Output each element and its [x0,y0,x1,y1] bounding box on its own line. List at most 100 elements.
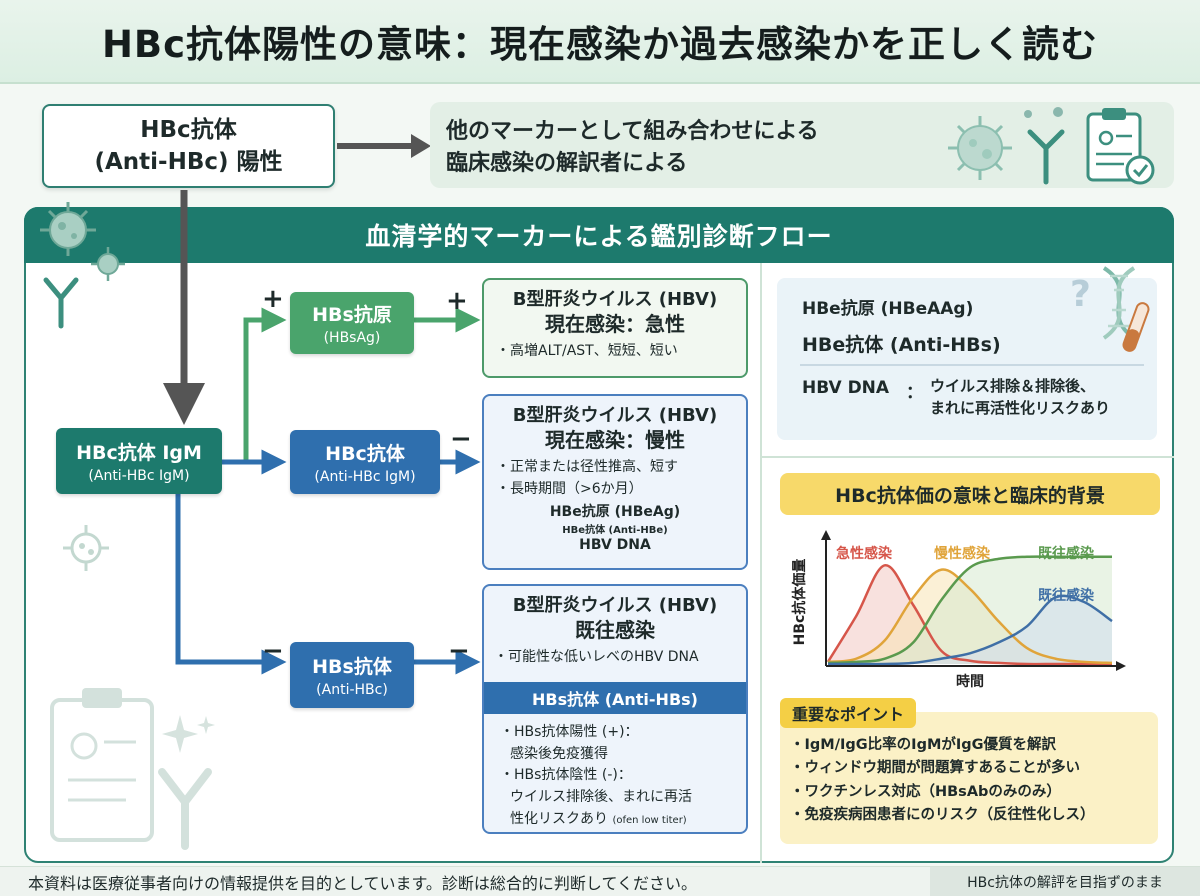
titer-title: HBc抗体価の意味と臨床的背景 [780,473,1160,515]
hbc-label: HBc抗体 [325,443,405,465]
series-label: 慢性感染 [934,545,991,562]
virus-icon [948,116,1012,180]
hbc-igm-node: HBc抗体 IgM (Anti-HBc IgM) [56,428,222,494]
note-line2: 臨床感染の解訳者による [446,150,688,176]
x-axis-arrow [1116,661,1126,671]
past-b2b: ウイルス排除後、まれに再活 [510,789,692,806]
hbe-dna-colon: ： [906,383,923,403]
titer-chart: HBc抗体価量 時間 急性感染慢性感染既往感染既往感染 [791,530,1126,690]
flow-panel-title: 血清学的マーカーによる鑑別診断フロー [365,222,833,251]
points-head: 重要なポイント [780,698,917,728]
hbe-line2: HBe抗体 (Anti-HBs) [802,334,1001,356]
hbs-ab-sub: (Anti-HBc) [316,682,388,698]
hbsag-node: HBs抗原 (HBsAg) [290,292,414,354]
antibody-icon [1024,107,1065,185]
antibody-icon [158,768,212,850]
point-item: ・ウィンドウ期間が問題算すあることが多い [790,760,1080,777]
acute-result-content: B型肝炎ウイルス (HBV) 現在感染：急性 ・高増ALT/AST、短短、短い [482,288,748,363]
hbe-dna-text1: ウイルス排除＆排除後、 [930,377,1096,395]
clipboard-icon [50,688,154,842]
past-b2c-small: (ofen low titer) [612,814,687,826]
minus-sign: − [448,636,470,666]
virus-icon [63,525,109,571]
chronic-title1: B型肝炎ウイルス (HBV) [512,405,718,426]
past-title1: B型肝炎ウイルス (HBV) [512,595,718,616]
test-tube-icon [1122,302,1150,352]
acute-result-box [482,278,748,378]
series-line [827,555,1112,665]
sparkle-icon [162,715,215,753]
past-bullet: ・可能性な低いレベのHBV DNA [494,649,699,666]
hbsag-label: HBs抗原 [312,304,392,326]
flow-panel-header: 血清学的マーカーによる鑑別診断フロー [24,207,1174,263]
chronic-result-content: B型肝炎ウイルス (HBV) 現在感染：慢性 ・正常または径性推高、短す ・長時… [482,404,748,554]
series-area [828,595,1112,665]
series-line [826,564,1112,666]
note-line1: 他のマーカーとして組み合わせによる [446,119,819,144]
past-band-content: ・HBs抗体陽性 (+)： 感染後免疫獲得 ・HBs抗体陰性 (-)： ウイルス… [500,722,744,830]
y-axis-arrow [821,530,831,540]
svg-text:?: ? [1070,274,1091,315]
chronic-marker2: HBe抗体 (Anti-HBe) [562,524,668,536]
anti-hbc-positive-box: HBc抗体 (Anti-HBc) 陽性 [42,104,335,188]
past-b1b: 感染後免疫獲得 [510,745,608,762]
hbc-sub: (Anti-HBc IgM) [314,469,416,485]
virus-icon [91,247,125,281]
point-item: ・IgM/IgG比率のIgMがIgG優質を解訳 [790,737,1057,753]
points-box [780,712,1158,844]
anti-hbc-line2: (Anti-HBc) 陽性 [94,149,283,175]
chronic-title2: 現在感染：慢性 [545,428,685,453]
past-b1: ・HBs抗体陽性 (+)： [500,724,639,740]
page-title: HBc抗体陽性の意味：現在感染か過去感染かを正しく読む [101,23,1099,66]
acute-title1: B型肝炎ウイルス (HBV) [512,289,718,310]
minus-sign: − [450,424,472,454]
chronic-bullet1: ・正常または径性推高、短す [496,459,678,476]
plus-sign: + [446,286,468,316]
point-item: ・ワクチンレス対応（HBsAbのみのみ） [790,783,1061,800]
series-label: 既往感染 [1038,545,1095,562]
past-b2: ・HBs抗体陰性 (-)： [500,767,632,784]
y-axis-label: HBc抗体価量 [791,559,808,646]
series-line [828,594,1113,666]
hbc-igm-sub: (Anti-HBc IgM) [88,468,190,484]
acute-bullet: ・高増ALT/AST、短短、短い [496,343,678,360]
x-axis-label: 時間 [956,673,984,690]
plus-sign: + [262,284,284,314]
hbs-ab-label: HBs抗体 [312,656,392,678]
side-hline [762,456,1174,458]
hbe-dna-text2: まれに再活性化リスクあり [930,398,1111,417]
title-bar: HBc抗体陽性の意味：現在感染か過去感染かを正しく読む [0,0,1200,84]
series-label: 急性感染 [836,545,893,562]
points-list: ・IgM/IgG比率のIgMがIgG優質を解訳 ・ウィンドウ期間が問題算すあるこ… [790,734,1150,828]
series-label: 既往感染 [1038,587,1095,604]
hbc-igm-label: HBc抗体 IgM [76,442,202,464]
hbe-box [777,278,1157,440]
arrow-right-icon [337,134,431,158]
clipboard-icon [1086,108,1155,185]
minus-sign: − [262,636,284,666]
footer-disclaimer: 本資料は医療従事者向けの情報提供を目的としています。診断は総合的に判断してくださ… [28,874,697,893]
question-icon: ? [1070,274,1091,315]
anti-hbc-line1: HBc抗体 [140,116,237,143]
point-item: ・免疫疾病困患者にのリスク（反往性化しス） [790,807,1095,824]
past-title2: 既往感染 [575,618,655,643]
virus-icon [40,202,96,256]
hbe-line1: HBe抗原 (HBeAAg) [802,299,974,319]
dna-icon [1102,266,1136,340]
chronic-bullet2: ・長時期間（>6か月） [496,481,643,498]
hbe-dna-label: HBV DNA [802,378,890,398]
past-band: HBs抗体 (Anti-HBs) [484,682,746,714]
past-result-content: B型肝炎ウイルス (HBV) 既往感染 ・可能性な低いレベのHBV DNA [482,594,748,669]
series-line [827,568,1113,665]
hbe-dna-text: ウイルス排除＆排除後、 まれに再活性化リスクあり [930,376,1110,420]
chronic-marker3: HBV DNA [579,536,651,553]
side-divider [760,263,762,863]
hbsag-sub: (HBsAg) [323,330,381,346]
antibody-icon [43,277,79,329]
footer-note: HBc抗体の解評を目指ずのまま [930,867,1200,896]
chronic-marker1: HBe抗原 (HBeAg) [549,503,681,520]
acute-title2: 現在感染：急性 [545,312,685,337]
hbs-ab-node: HBs抗体 (Anti-HBc) [290,642,414,708]
chronic-result-box [482,394,748,570]
past-b2c: 性化リスクあり [510,810,608,827]
